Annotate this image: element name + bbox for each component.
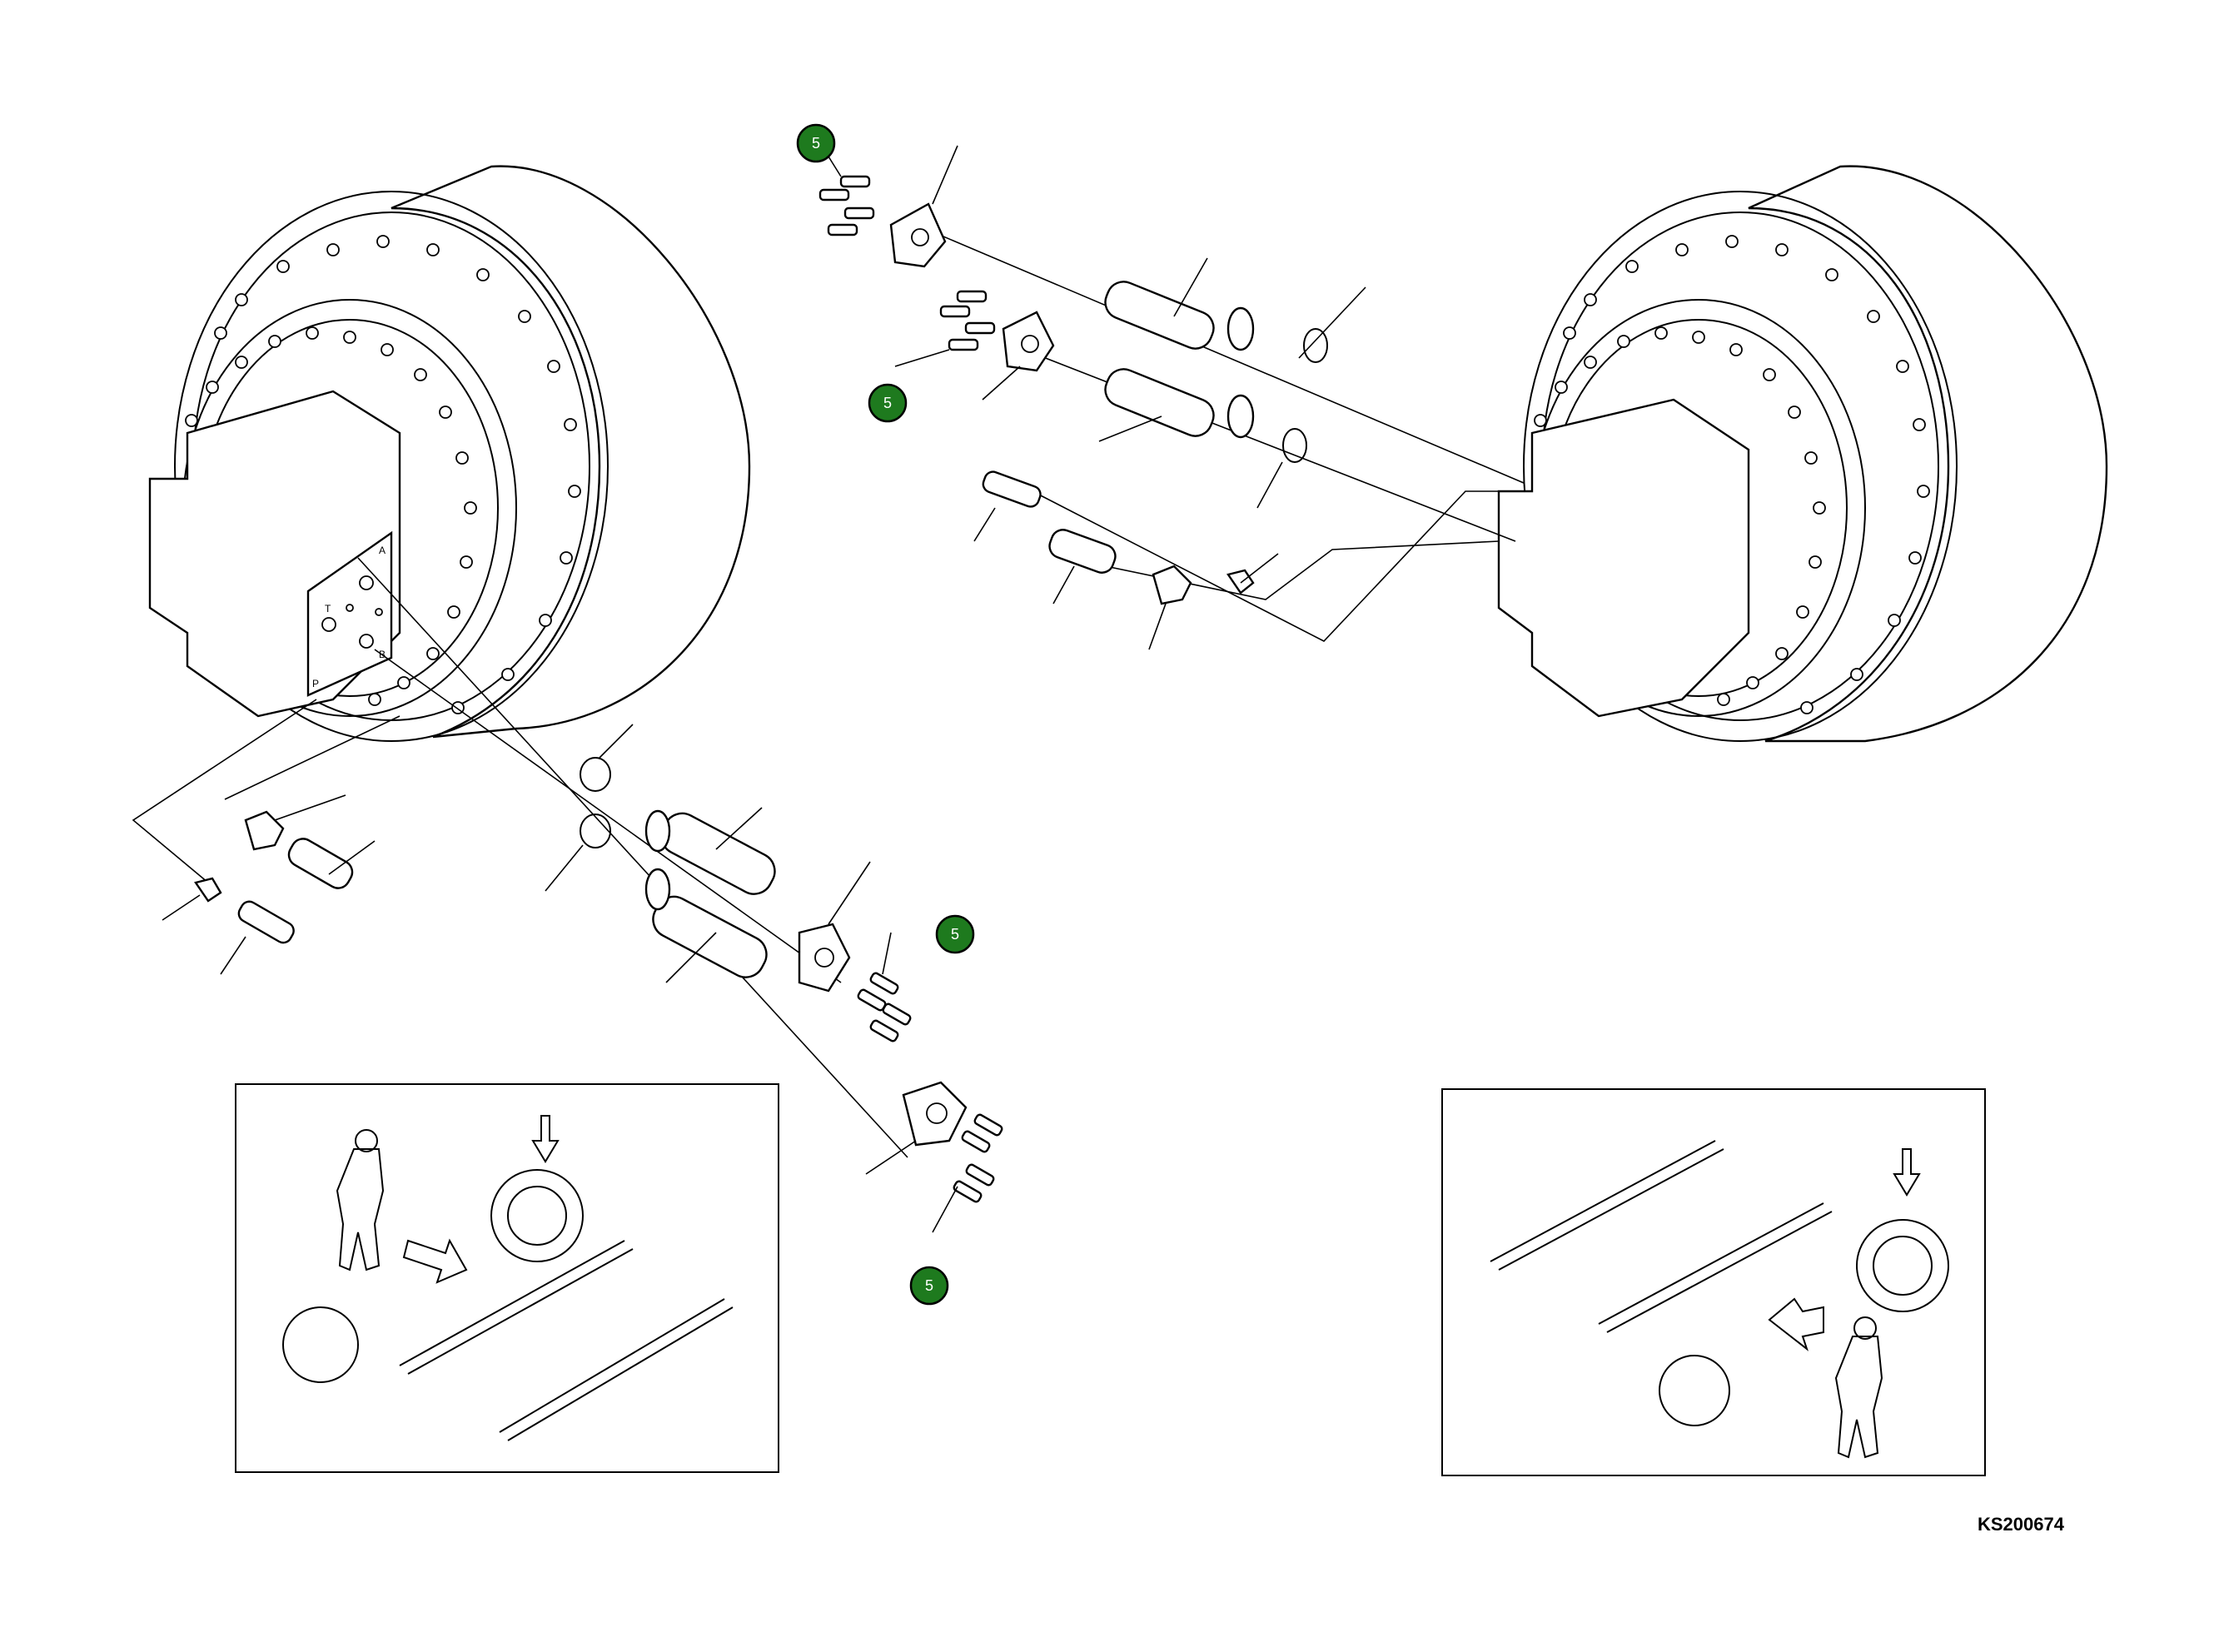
drawing-id: KS200674 — [1978, 1514, 2065, 1535]
upper-hose-fittings — [818, 145, 1366, 650]
port-marking-p: P — [312, 678, 319, 689]
port-marking-t: T — [325, 603, 331, 615]
lower-hose-fittings — [162, 724, 1003, 1233]
right-travel-motor — [1497, 165, 2108, 743]
inset-left — [235, 1083, 779, 1473]
callout-5-lower-middle: 5 — [935, 914, 975, 954]
left-motor-flange-bolts — [214, 235, 581, 714]
callout-label: 5 — [883, 395, 892, 411]
left-travel-motor: T A B P — [148, 165, 751, 742]
callout-5-bottom: 5 — [909, 1266, 949, 1306]
lower-bolts — [857, 972, 1003, 1203]
callout-label: 5 — [812, 135, 820, 152]
upper-bolts — [818, 175, 996, 351]
assembly-lines — [132, 224, 1525, 1158]
callout-5-upper-middle: 5 — [868, 383, 908, 423]
port-marking-a: A — [379, 545, 386, 556]
left-motor-inner-bolts — [185, 326, 477, 706]
callout-label: 5 — [925, 1277, 933, 1294]
right-motor-flange-bolts — [1563, 235, 1930, 714]
right-motor-inner-bolts — [1534, 326, 1826, 706]
callout-5-top: 5 — [796, 123, 842, 177]
callout-label: 5 — [951, 926, 959, 943]
inset-right — [1441, 1088, 1986, 1476]
